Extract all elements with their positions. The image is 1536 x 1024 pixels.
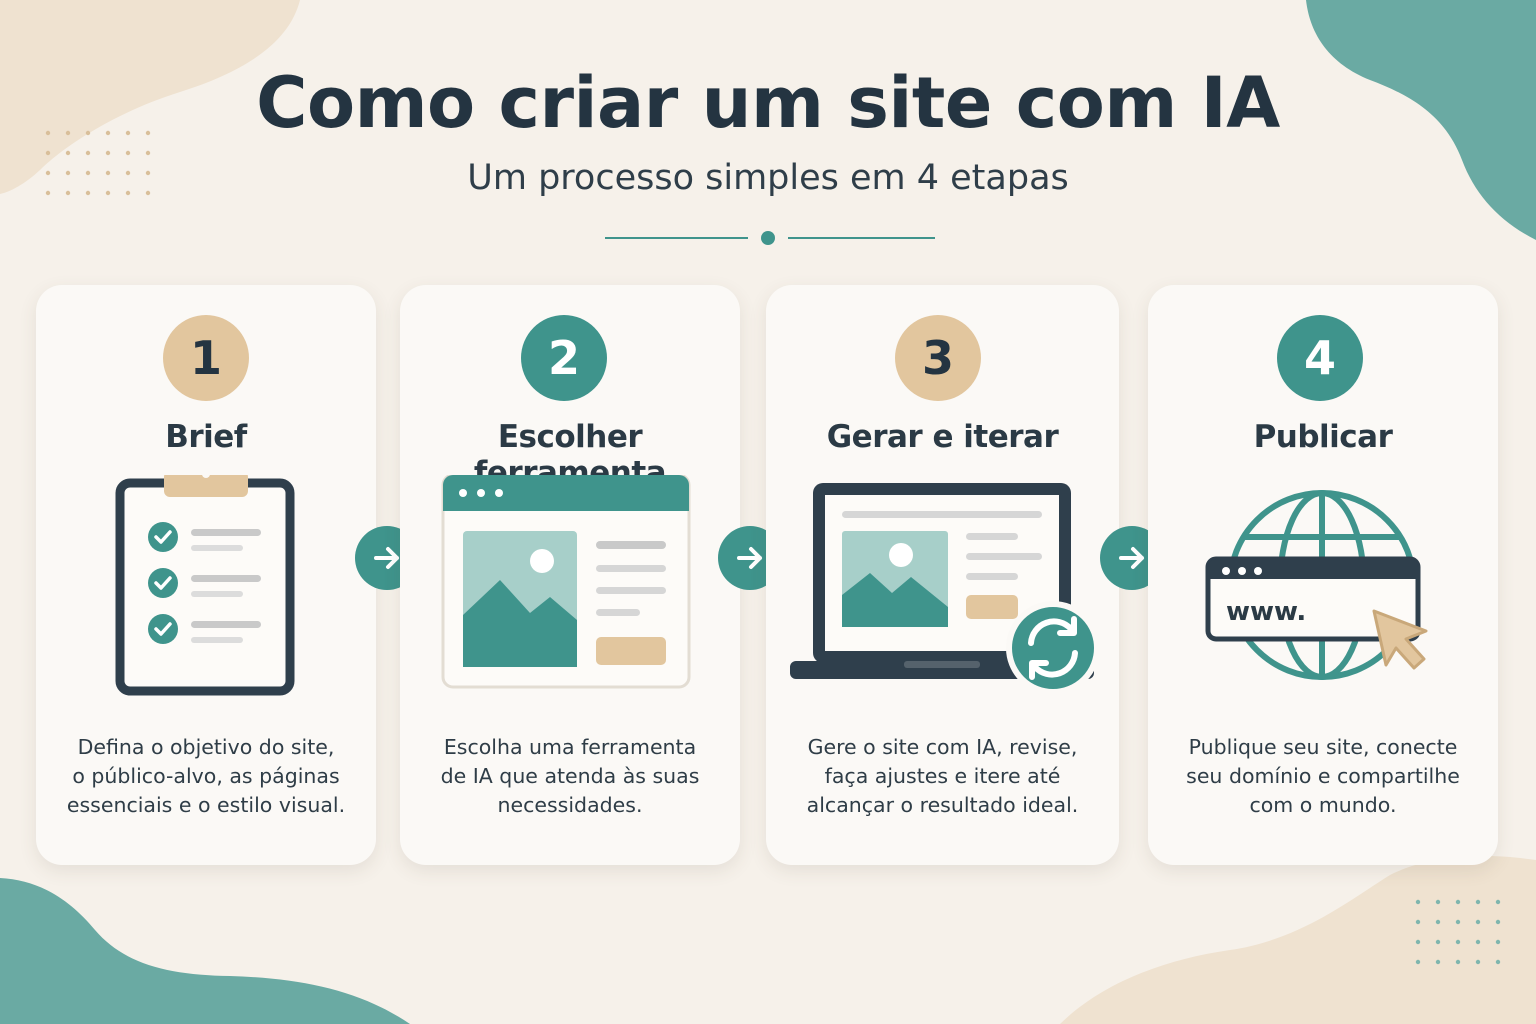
clipboard-checklist-icon [115,475,295,696]
website-builder-window-icon [441,475,691,689]
step-title: Gerar e iterar [826,419,1059,455]
title-divider [605,231,935,245]
browser-url-text: www. [1226,597,1306,627]
sand-blob-top-left [0,0,300,194]
step-description: Publique seu site, conecte seu domínio e… [1186,735,1460,817]
step-card-generate-iterate: 3 Gerar e iterar Gere o site com IA, rev… [766,285,1119,865]
page-subtitle: Um processo simples em 4 etapas [467,158,1069,198]
step-card-choose-tool: 2 Escolher ferramenta Escolha uma ferram… [400,285,740,865]
dot-grid-bottom-right [1415,899,1501,965]
teal-blob-top-right [1306,0,1536,240]
sand-blob-bottom-right [1060,855,1536,1024]
step-description: Defina o objetivo do site, o público-alv… [66,735,346,817]
teal-blob-bottom-left [0,878,410,1024]
page-title: Como criar um site com IA [256,62,1280,144]
step-number-badge: 4 [1277,315,1363,401]
step-title: Publicar [1253,419,1393,455]
dot-grid-top-left [45,130,151,196]
step-description: Escolha uma ferramenta de IA que atenda … [440,735,700,817]
step-number-badge: 2 [521,315,607,401]
step-number-badge: 1 [163,315,249,401]
step-number-badge: 3 [895,315,981,401]
step-title: Brief [165,419,247,455]
step-card-publish: 4 Publicar www. Publique seu site, conec… [1148,285,1498,865]
step-description: Gere o site com IA, revise, faça ajustes… [806,735,1079,817]
laptop-refresh-icon [790,483,1100,695]
step-card-brief: 1 Brief Defina o objetivo do site, o púb… [36,285,376,865]
globe-www-icon: www. [1205,490,1428,680]
